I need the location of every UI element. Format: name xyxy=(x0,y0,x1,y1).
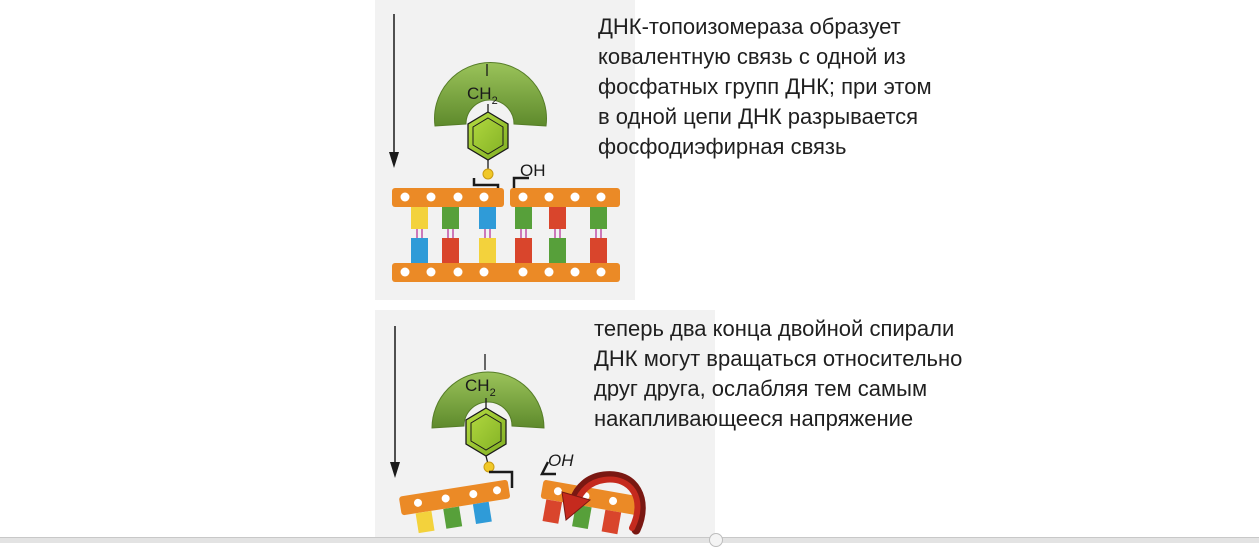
backbone-hole xyxy=(596,192,606,202)
caption-line: ДНК могут вращаться относительно xyxy=(594,346,963,371)
topoisomerase-enzyme-1 xyxy=(434,62,547,127)
ch2-label-1: CH2 xyxy=(467,84,498,107)
backbone-hole xyxy=(400,192,410,202)
topoisomerase-enzyme-2 xyxy=(431,371,545,429)
caption-line: фосфодиэфирная связь xyxy=(598,134,847,159)
backbone-hole xyxy=(479,192,489,202)
backbone-hole xyxy=(518,267,528,277)
dna-base xyxy=(549,238,566,263)
backbone-hole xyxy=(453,267,463,277)
dna-base xyxy=(442,238,459,263)
time-arrow-1 xyxy=(389,14,399,168)
dna-base xyxy=(515,238,532,263)
backbone-hole xyxy=(479,267,489,277)
dna-base xyxy=(479,238,496,263)
dna-fragment-left-2 xyxy=(399,479,510,534)
caption-line: накапливающееся напряжение xyxy=(594,406,914,431)
dna-base xyxy=(411,207,428,229)
backbone-hole xyxy=(426,192,436,202)
backbone-hole xyxy=(518,192,528,202)
dna-backbone-top-left-1 xyxy=(392,188,504,207)
step-1-caption: ДНК-топоизомераза образует ковалентную с… xyxy=(598,12,932,162)
backbone-hole xyxy=(570,192,580,202)
caption-line: теперь два конца двойной спирали xyxy=(594,316,955,341)
caption-line: ковалентную связь с одной из xyxy=(598,44,906,69)
dna-base xyxy=(590,207,607,229)
backbone-hole xyxy=(596,267,606,277)
time-arrow-2 xyxy=(390,326,400,478)
backbone-hole xyxy=(453,192,463,202)
cut-bracket-left-2 xyxy=(489,470,514,488)
oh-label-1: OH xyxy=(520,161,546,180)
step-2-caption: теперь два конца двойной спирали ДНК мог… xyxy=(594,314,962,434)
backbone-hole xyxy=(400,267,410,277)
dna-base xyxy=(411,238,428,263)
base-pairs-1 xyxy=(411,207,607,263)
dna-base xyxy=(479,207,496,229)
ch2-label-2: CH2 xyxy=(465,376,496,399)
dna-fragment-right-2 xyxy=(540,480,642,535)
oh-label-2: OH xyxy=(548,451,574,470)
phosphate-link-1 xyxy=(482,168,494,180)
backbone-hole xyxy=(544,192,554,202)
backbone-holes-1 xyxy=(400,192,606,277)
horizontal-scrollbar[interactable] xyxy=(0,533,1259,547)
backbone-hole xyxy=(570,267,580,277)
dna-base xyxy=(549,207,566,229)
phosphate-link-2 xyxy=(483,461,495,473)
dna-base xyxy=(442,207,459,229)
backbone-hole xyxy=(426,267,436,277)
caption-line: друг друга, ослабляя тем самым xyxy=(594,376,928,401)
caption-line: ДНК-топоизомераза образует xyxy=(598,14,901,39)
caption-line: в одной цепи ДНК разрывается xyxy=(598,104,919,129)
backbone-hole xyxy=(544,267,554,277)
rotation-arrow xyxy=(561,471,646,535)
caption-line: фосфатных групп ДНК; при этом xyxy=(598,74,932,99)
dna-backbone-bottom-1 xyxy=(392,263,620,282)
scroll-knob[interactable] xyxy=(709,533,723,547)
dna-backbone-top-right-1 xyxy=(510,188,620,207)
dna-base xyxy=(515,207,532,229)
cut-bracket-right-2 xyxy=(539,461,556,476)
dna-base xyxy=(590,238,607,263)
